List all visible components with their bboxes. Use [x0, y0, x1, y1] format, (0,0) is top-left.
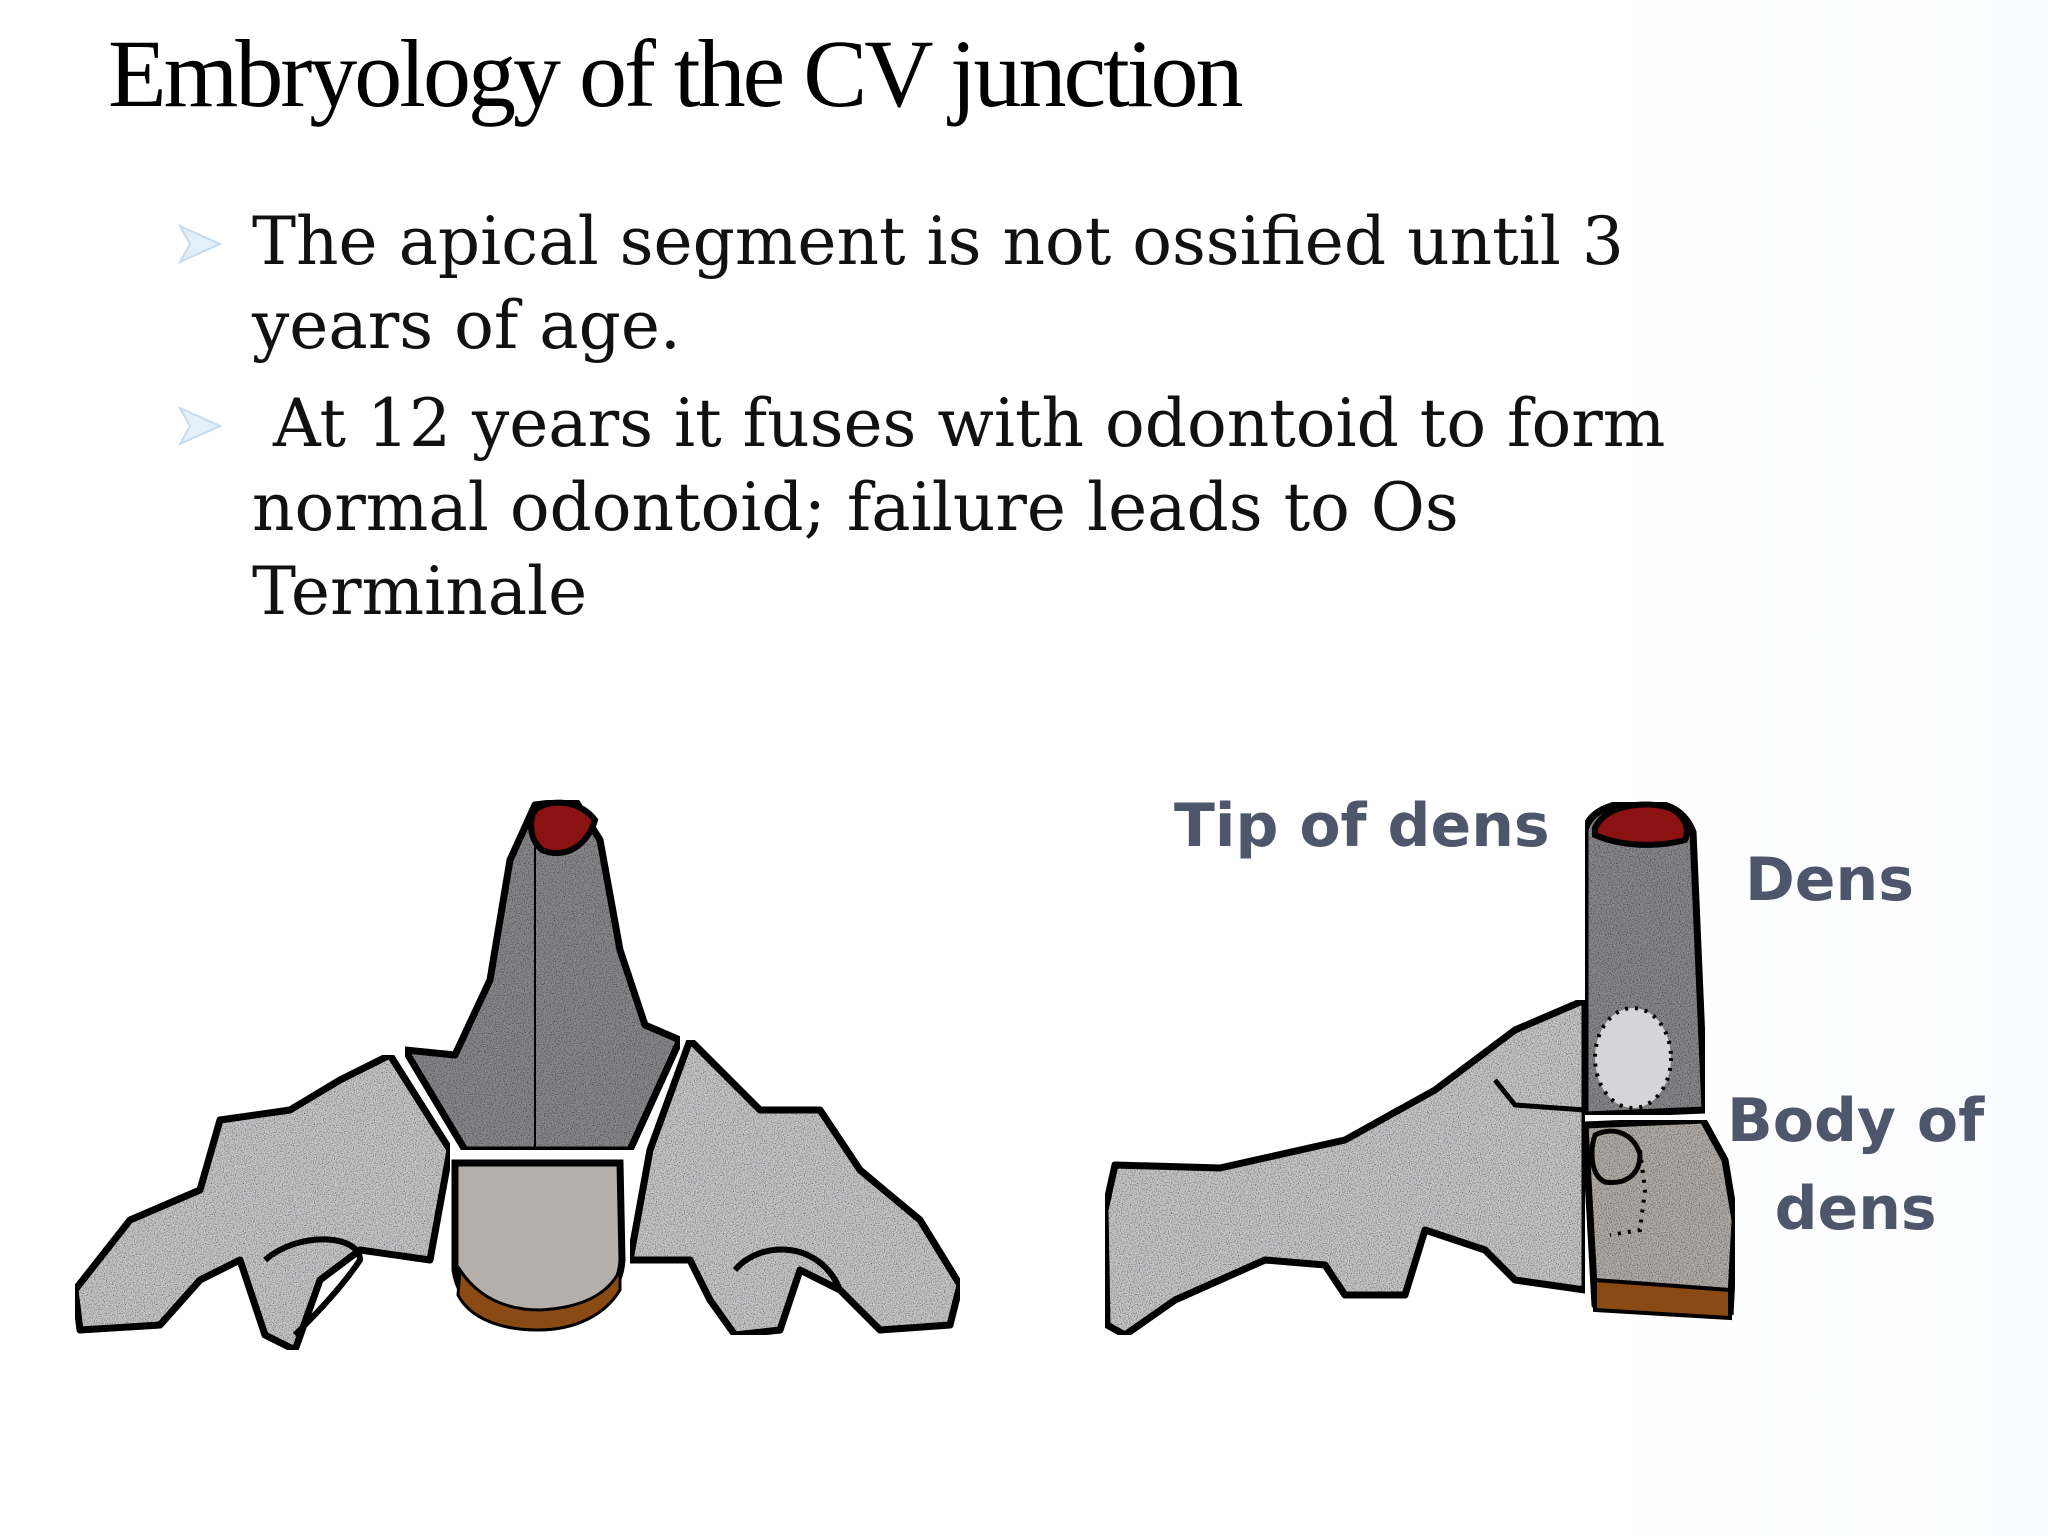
label-body-of-dens-line2: dens	[1774, 1174, 1937, 1244]
label-body-of-dens: Body of dens	[1727, 1077, 1984, 1253]
dens-tip-lateral	[1592, 801, 1690, 848]
dens	[401, 796, 684, 1154]
arrowhead-bullet-icon	[178, 406, 222, 446]
arrowhead-bullet-icon	[178, 224, 222, 264]
bullet-item: The apical segment is not ossified until…	[170, 200, 1790, 368]
bullet-list: The apical segment is not ossified until…	[170, 200, 1790, 648]
right-lateral-mass	[626, 1036, 964, 1339]
slide-title: Embryology of the CV junction	[108, 20, 1243, 127]
dens-tip	[527, 799, 599, 857]
axis-front-view-illustration	[71, 796, 964, 1350]
label-tip-of-dens: Tip of dens	[1174, 791, 1550, 861]
posterior-arch	[1101, 996, 1589, 1339]
axis-lateral-view-illustration	[1101, 798, 1739, 1339]
bullet-item: At 12 years it fuses with odontoid to fo…	[170, 382, 1790, 634]
bullet-text: At 12 years it fuses with odontoid to fo…	[252, 385, 1687, 630]
left-lateral-mass	[71, 1051, 454, 1350]
label-body-of-dens-line1: Body of	[1727, 1086, 1985, 1156]
ossification-center	[1593, 1006, 1673, 1110]
growth-plate	[456, 1265, 622, 1332]
growth-plate-lateral	[1593, 1277, 1732, 1321]
label-dens: Dens	[1745, 845, 1914, 915]
bullet-text: The apical segment is not ossified until…	[252, 203, 1624, 364]
